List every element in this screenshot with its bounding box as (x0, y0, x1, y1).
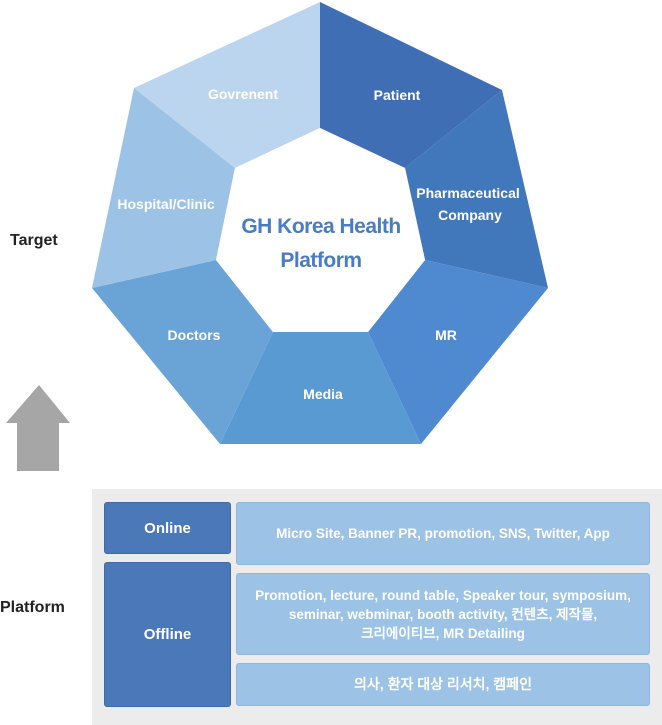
online-category-box: Online (104, 502, 231, 554)
segment-label-doctors: Doctors (168, 327, 221, 343)
offline-items-box: Promotion, lecture, round table, Speaker… (236, 573, 650, 655)
segment-label-company: Company (438, 207, 502, 223)
segment-doctors (92, 260, 273, 444)
segment-label-mr: MR (435, 327, 457, 343)
online-items-text: Micro Site, Banner PR, promotion, SNS, T… (276, 526, 610, 541)
segment-media (220, 332, 421, 444)
segment-label-media: Media (303, 386, 343, 402)
segment-hospital-clinic (92, 88, 235, 288)
online-label: Online (144, 519, 191, 537)
offline-label: Offline (143, 626, 192, 643)
segment-govrenent (134, 2, 320, 168)
offline-research-text: 의사, 환자 대상 리서치, 캠페인 (354, 676, 532, 692)
segment-label-govrenent: Govrenent (208, 86, 278, 102)
center-title-line1: GH Korea Health (241, 215, 400, 238)
offline-category-box: Offline (104, 562, 231, 707)
up-arrow-icon (6, 385, 70, 471)
offline-items-line3: 크리에이티브, MR Detailing (361, 625, 525, 641)
segment-label-pharmaceutical: Pharmaceutical (416, 185, 520, 201)
online-items-box: Micro Site, Banner PR, promotion, SNS, T… (236, 502, 650, 565)
offline-items-line1: Promotion, lecture, round table, Speaker… (255, 587, 631, 603)
segment-patient (320, 2, 502, 168)
platform-label: Platform (0, 599, 65, 616)
offline-research-box: 의사, 환자 대상 리서치, 캠페인 (236, 663, 650, 706)
segment-pharmaceutical-company (405, 90, 548, 288)
segment-mr (368, 260, 548, 444)
target-label: Target (10, 232, 58, 249)
center-heptagon (216, 128, 425, 332)
offline-items-line2: seminar, webminar, booth activity, 컨텐츠, … (288, 606, 598, 622)
segment-label-patient: Patient (374, 87, 421, 103)
platform-heptagon-diagram: Govrenent Patient Pharmaceutical Company… (6, 2, 548, 471)
segment-label-hospital-clinic: Hospital/Clinic (117, 196, 214, 212)
center-title-line2: Platform (280, 249, 361, 272)
